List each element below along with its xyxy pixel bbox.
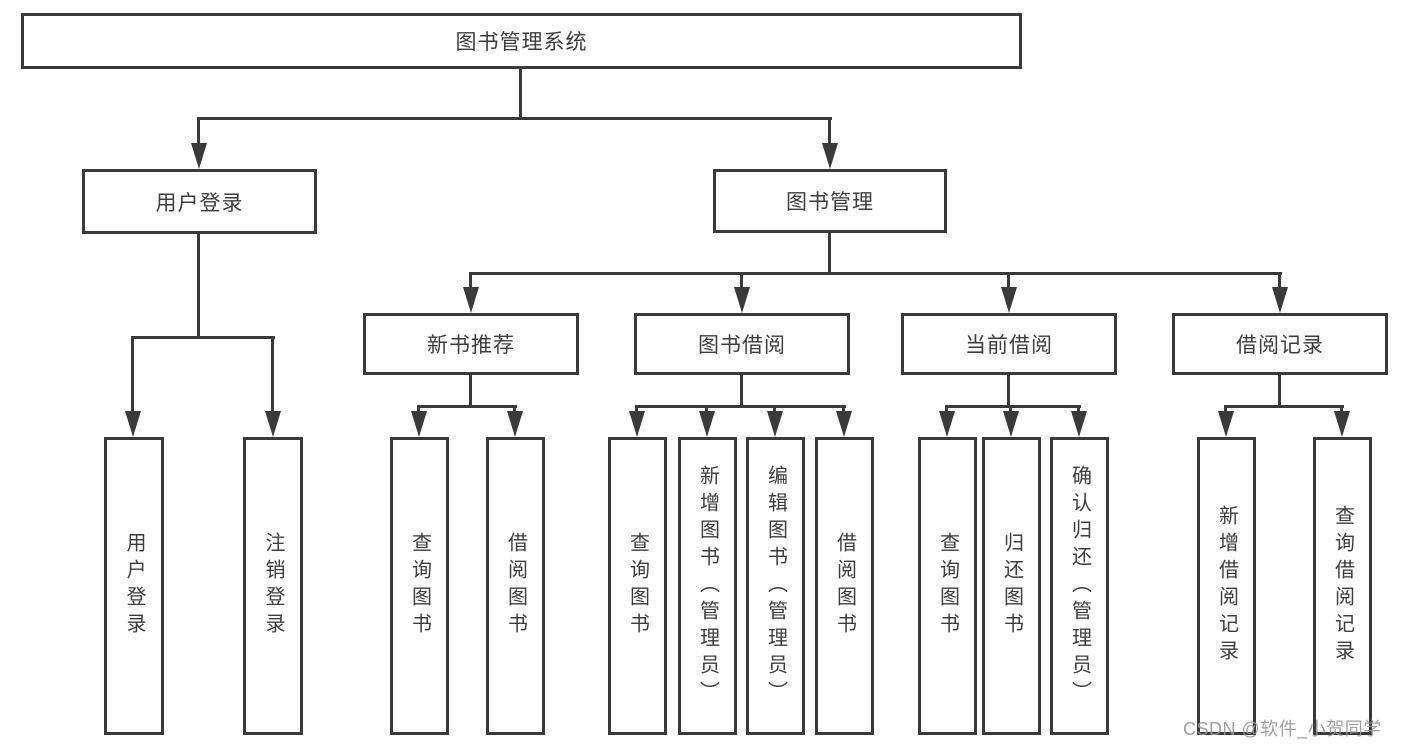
arrowhead-down-icon bbox=[822, 143, 838, 169]
leaf-edit-books-admin: 编辑图书（管理员） bbox=[746, 437, 805, 735]
arrowhead-down-icon bbox=[507, 411, 523, 437]
arrowhead-down-icon bbox=[767, 411, 783, 437]
connector-line bbox=[740, 375, 743, 408]
node-new-book-recommend: 新书推荐 bbox=[363, 313, 579, 375]
connector-line bbox=[1224, 405, 1227, 414]
connector-line bbox=[513, 405, 516, 414]
node-root: 图书管理系统 bbox=[21, 13, 1022, 69]
leaf-add-books-admin: 新增图书（管理员） bbox=[678, 437, 737, 735]
connector-line bbox=[1007, 375, 1010, 408]
connector-line bbox=[945, 405, 948, 414]
connector-line bbox=[740, 272, 743, 289]
connector-line bbox=[1278, 272, 1281, 289]
leaf-confirm-return-admin: 确认归还（管理员） bbox=[1050, 437, 1109, 735]
connector-line bbox=[469, 375, 472, 408]
node-borrowing-records: 借阅记录 bbox=[1172, 313, 1388, 375]
connector-line bbox=[417, 405, 420, 414]
leaf-logout: 注销登录 bbox=[243, 437, 303, 735]
connector-line bbox=[842, 405, 845, 414]
connector-line bbox=[635, 405, 638, 414]
arrowhead-down-icon bbox=[1334, 411, 1350, 437]
leaf-borrow-books-recommend: 借阅图书 bbox=[486, 437, 545, 735]
leaf-borrow-books-borrowing: 借阅图书 bbox=[815, 437, 874, 735]
arrowhead-down-icon bbox=[1272, 287, 1288, 313]
arrowhead-down-icon bbox=[265, 411, 281, 437]
arrowhead-down-icon bbox=[1071, 411, 1087, 437]
arrowhead-down-icon bbox=[411, 411, 427, 437]
arrowhead-down-icon bbox=[1218, 411, 1234, 437]
connector-line bbox=[197, 117, 832, 120]
node-book-management: 图书管理 bbox=[713, 169, 947, 233]
leaf-return-books: 归还图书 bbox=[982, 437, 1041, 735]
connector-line bbox=[469, 272, 472, 289]
node-book-borrowing: 图书借阅 bbox=[634, 313, 850, 375]
connector-line bbox=[131, 336, 134, 413]
leaf-query-borrow-record: 查询借阅记录 bbox=[1313, 437, 1372, 735]
leaf-add-borrow-record: 新增借阅记录 bbox=[1197, 437, 1256, 735]
arrowhead-down-icon bbox=[629, 411, 645, 437]
node-current-borrowing: 当前借阅 bbox=[901, 313, 1117, 375]
connector-line bbox=[705, 405, 708, 414]
arrowhead-down-icon bbox=[939, 411, 955, 437]
connector-line bbox=[945, 405, 1081, 408]
watermark: CSDN @软件_小贺同学 bbox=[1183, 719, 1382, 739]
connector-line bbox=[469, 272, 1282, 275]
leaf-query-books-recommend: 查询图书 bbox=[390, 437, 449, 735]
connector-line bbox=[1009, 405, 1012, 414]
arrowhead-down-icon bbox=[463, 287, 479, 313]
arrowhead-down-icon bbox=[191, 143, 207, 169]
arrowhead-down-icon bbox=[1003, 411, 1019, 437]
connector-line bbox=[635, 405, 846, 408]
arrowhead-down-icon bbox=[699, 411, 715, 437]
connector-line bbox=[519, 69, 522, 120]
connector-line bbox=[271, 336, 274, 413]
leaf-query-books-current: 查询图书 bbox=[918, 437, 977, 735]
connector-line bbox=[1007, 272, 1010, 289]
node-user-login: 用户登录 bbox=[82, 169, 317, 234]
connector-line bbox=[197, 234, 200, 339]
connector-line bbox=[1077, 405, 1080, 414]
connector-line bbox=[1340, 405, 1343, 414]
connector-line bbox=[1224, 405, 1344, 408]
connector-line bbox=[828, 117, 831, 145]
leaf-user-login: 用户登录 bbox=[104, 437, 164, 735]
connector-line bbox=[131, 336, 275, 339]
arrowhead-down-icon bbox=[734, 287, 750, 313]
connector-line bbox=[773, 405, 776, 414]
connector-line bbox=[828, 233, 831, 275]
arrowhead-down-icon bbox=[836, 411, 852, 437]
arrowhead-down-icon bbox=[125, 411, 141, 437]
connector-line bbox=[1278, 375, 1281, 408]
connector-line bbox=[417, 405, 517, 408]
connector-line bbox=[197, 117, 200, 145]
arrowhead-down-icon bbox=[1001, 287, 1017, 313]
leaf-query-books-borrowing: 查询图书 bbox=[608, 437, 667, 735]
